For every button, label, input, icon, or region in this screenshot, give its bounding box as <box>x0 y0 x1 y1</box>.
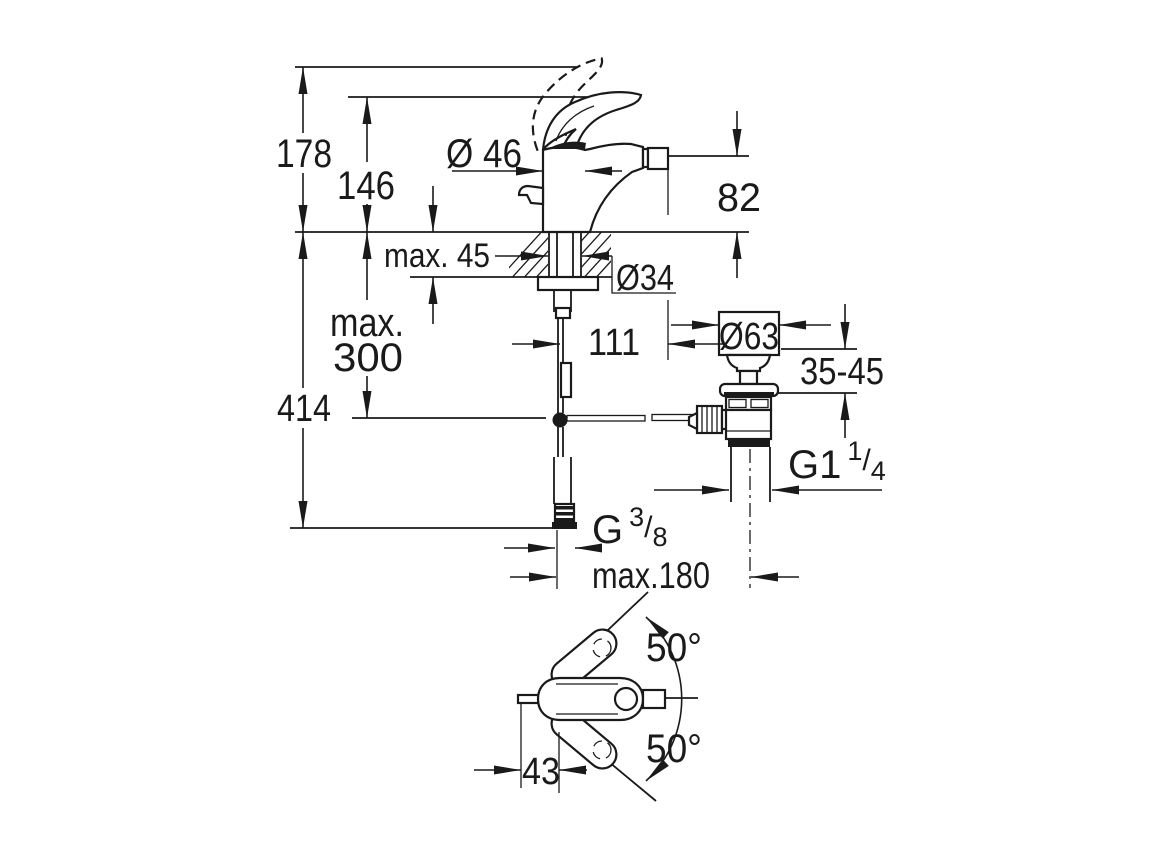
label-backer <box>271 133 337 173</box>
drain-stem <box>738 369 759 386</box>
drain-flange-seal <box>724 392 774 396</box>
dim-max300-label-line2: 300 <box>333 336 403 380</box>
faucet-body <box>541 142 645 234</box>
hose-washer <box>552 522 577 529</box>
linkage-rod <box>566 414 646 422</box>
hatch-line <box>591 232 611 277</box>
hose-nut-rib <box>555 518 574 522</box>
dim-handle-offset <box>474 702 587 793</box>
handle-base-shadow <box>548 141 586 149</box>
lever-tip <box>687 411 699 431</box>
rod-coupling-nut <box>695 404 724 435</box>
pop-up-linkage <box>566 404 731 435</box>
rod-guide <box>554 306 572 320</box>
g114-slash: / <box>862 444 871 477</box>
mounting-shank <box>548 232 582 277</box>
hatch-line <box>509 232 559 277</box>
leader-dia34 <box>611 256 676 294</box>
hatch-line <box>519 232 571 277</box>
hatch-line <box>543 232 595 277</box>
front-view: 178 146 Ø 46 82 max. 45 Ø34 max. 300 414… <box>271 57 886 596</box>
hatch-line <box>567 232 611 277</box>
drain-body <box>724 408 773 441</box>
label-backer <box>272 388 336 428</box>
hose-nut-rib <box>555 506 574 510</box>
aerator <box>646 146 670 171</box>
hatch-line <box>509 232 547 277</box>
dim-dia63-label: Ø63 <box>719 316 779 358</box>
faucet-handle-accent-line <box>555 105 595 142</box>
g38-base: G <box>592 508 623 552</box>
dim-111-label: 111 <box>588 322 640 364</box>
hose-nut-rib <box>555 512 574 516</box>
drain-slot <box>750 398 769 409</box>
label-backer <box>326 300 408 376</box>
dim-max300-label-line1: max. <box>330 301 404 345</box>
pop-up-knob <box>517 184 545 206</box>
rod-ball-joint <box>552 412 568 428</box>
dim-3545-label: 35-45 <box>800 351 884 393</box>
pop-up-waste <box>717 310 781 588</box>
handle-up-hole <box>592 638 612 658</box>
dim-82-label: 82 <box>717 176 761 220</box>
faucet-handle <box>541 91 643 152</box>
dim-414-label: 414 <box>277 388 331 430</box>
top-aerator <box>641 688 667 710</box>
dim-dia34-label: Ø34 <box>616 257 674 298</box>
dim-50-bottom-label: 50° <box>646 727 702 771</box>
drain-plug <box>717 310 781 357</box>
dim-43-label: 43 <box>522 751 560 793</box>
dim-146-label: 146 <box>337 164 395 208</box>
g38-sub: 8 <box>653 522 668 552</box>
supply-hose <box>552 457 577 529</box>
dim-50-top-label: 50° <box>646 626 702 670</box>
g114-base: G1 <box>788 443 841 487</box>
mounting-flange <box>536 275 600 292</box>
drain-slot <box>728 398 747 409</box>
g38-sup: 3 <box>629 502 644 532</box>
drain-neck <box>725 353 772 373</box>
g114-sub: 4 <box>871 456 886 486</box>
top-view: 50° 50° 43 <box>474 591 702 802</box>
drain-body-base <box>728 439 770 447</box>
handle-down-hole <box>592 740 612 760</box>
dim-178-label: 178 <box>276 132 332 176</box>
hose-fitting <box>559 361 573 399</box>
label-backer <box>334 162 400 204</box>
top-cartridge <box>613 686 639 712</box>
faucet-handle-raised <box>531 57 604 152</box>
g38-slash: / <box>644 511 653 544</box>
angle-arc <box>645 616 683 782</box>
pop-up-rod <box>552 290 573 457</box>
dim-max180-label: max.180 <box>592 555 710 596</box>
top-inlet-pin <box>516 693 542 705</box>
g114-sup: 1 <box>847 436 862 466</box>
dim-hole-diameter <box>495 251 676 294</box>
dim-dia46-label: Ø 46 <box>446 132 522 176</box>
dim-max45-label: max. 45 <box>384 237 490 275</box>
